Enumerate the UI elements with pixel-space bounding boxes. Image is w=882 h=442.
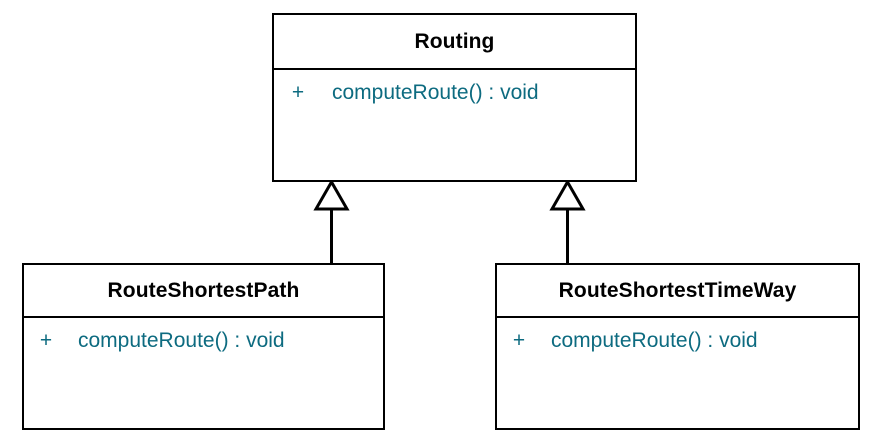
class-member-row: + computeRoute() : void <box>24 329 383 353</box>
class-member-row: + computeRoute() : void <box>497 329 858 353</box>
generalization-arrow-route-shortest-time-way <box>546 178 590 268</box>
class-name-routing: Routing <box>414 29 495 53</box>
member-signature-compute-route: computeRoute() : void <box>332 81 539 104</box>
class-title-row-routing: Routing <box>274 15 635 70</box>
member-visibility-public: + <box>512 329 526 352</box>
class-title-row-route-shortest-path: RouteShortestPath <box>24 265 383 318</box>
class-name-route-shortest-time-way: RouteShortestTimeWay <box>558 278 797 302</box>
member-signature-compute-route: computeRoute() : void <box>78 329 285 352</box>
member-signature-compute-route: computeRoute() : void <box>551 329 758 352</box>
generalization-right-triangle <box>549 178 586 211</box>
class-members-routing: + computeRoute() : void <box>274 70 635 180</box>
generalization-left-triangle <box>313 178 350 211</box>
generalization-right-svg <box>549 178 586 263</box>
class-title-row-route-shortest-time-way: RouteShortestTimeWay <box>497 265 858 318</box>
class-member-row: + computeRoute() : void <box>274 81 635 105</box>
class-members-route-shortest-time-way: + computeRoute() : void <box>497 318 858 428</box>
member-visibility-public: + <box>291 81 305 104</box>
class-box-routing[interactable]: Routing + computeRoute() : void <box>272 13 637 182</box>
class-members-route-shortest-path: + computeRoute() : void <box>24 318 383 428</box>
class-name-route-shortest-path: RouteShortestPath <box>107 278 300 302</box>
class-box-route-shortest-time-way[interactable]: RouteShortestTimeWay + computeRoute() : … <box>495 263 860 430</box>
class-box-route-shortest-path[interactable]: RouteShortestPath + computeRoute() : voi… <box>22 263 385 430</box>
member-visibility-public: + <box>39 329 53 352</box>
generalization-left-svg <box>313 178 350 263</box>
generalization-arrow-route-shortest-path <box>310 178 354 268</box>
